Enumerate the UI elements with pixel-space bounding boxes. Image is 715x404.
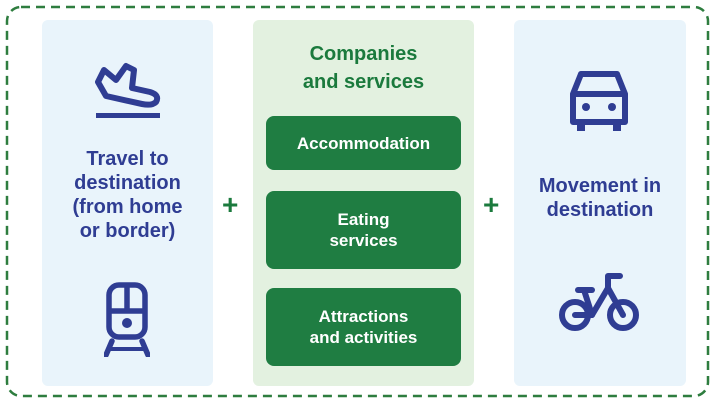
plus-sign-1: + <box>222 189 239 220</box>
box-label: services <box>329 231 398 250</box>
travel-title: Travel to destination (from home or bord… <box>42 147 213 243</box>
box-label: Attractions <box>318 307 409 326</box>
movement-panel: Movement in destination <box>514 20 686 386</box>
attractions-activities-box: Attractions and activities <box>266 288 461 366</box>
companies-title-line: Companies <box>309 43 418 65</box>
accommodation-box: Accommodation <box>266 116 461 170</box>
box-label: Eating <box>337 210 390 229</box>
plus-sign-2: + <box>483 189 500 220</box>
companies-title-line: and services <box>302 71 425 93</box>
eating-services-box: Eating services <box>266 191 461 269</box>
box-label: Accommodation <box>296 133 431 153</box>
companies-title: Companies and services <box>253 40 474 96</box>
dashed-frame <box>5 5 710 398</box>
train-icon <box>104 282 150 357</box>
travel-panel: Travel to destination (from home or bord… <box>42 20 213 386</box>
companies-panel: Companies and services Accommodation Eat… <box>253 20 474 386</box>
travel-title-line: (from home <box>72 196 183 218</box>
airplane-landing-icon <box>95 63 161 118</box>
travel-title-line: Travel to <box>86 148 169 170</box>
box-label: and activities <box>309 328 418 347</box>
movement-title: Movement in destination <box>514 174 686 222</box>
travel-title-line: or border) <box>79 220 176 242</box>
movement-title-line: Movement in <box>538 175 662 197</box>
travel-title-line: destination <box>74 172 181 194</box>
bicycle-icon <box>559 273 639 331</box>
car-icon <box>570 71 628 131</box>
movement-title-line: destination <box>546 199 654 221</box>
